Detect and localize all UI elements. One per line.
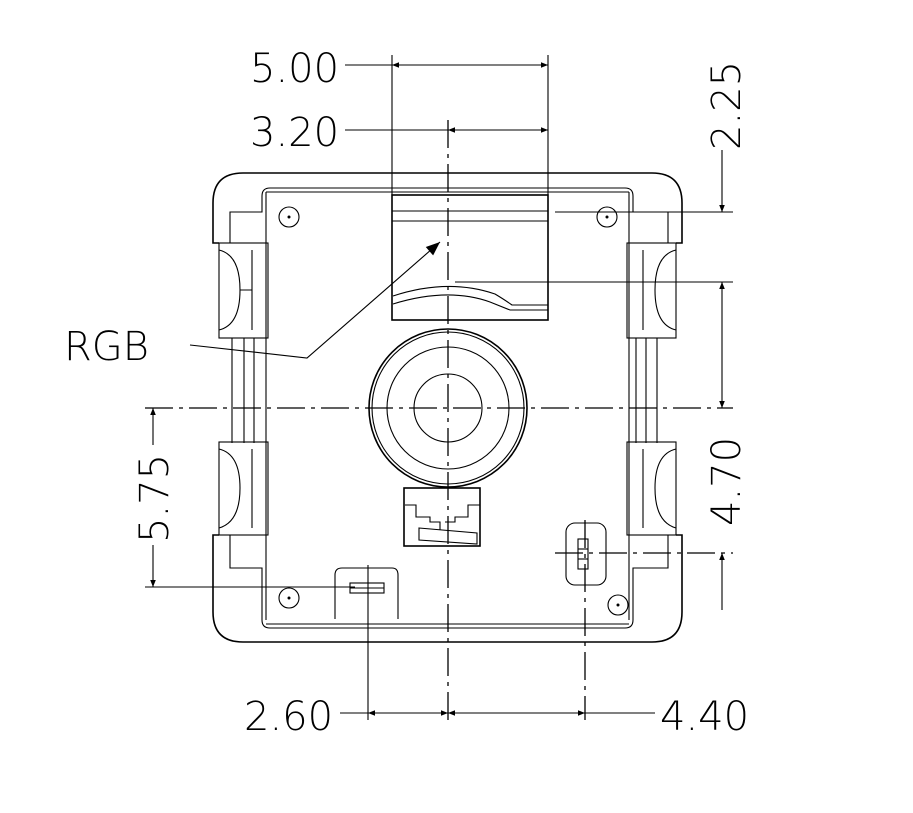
dim-4-40: 4.40 [660,694,749,740]
dim-3-20: 3.20 [250,110,339,156]
connector [403,487,481,547]
dim-2-25: 2.25 [704,61,750,150]
clip-right-bottom [626,441,677,536]
module-body [212,172,683,643]
rgb-label: RGB [64,324,149,370]
rgb-led [391,194,549,321]
clip-right-top [626,242,677,339]
pad-right [565,522,607,586]
dim-5-00: 5.00 [250,46,339,92]
clip-left-top [218,242,269,339]
clip-left-bottom [218,441,269,536]
dimension-lines [145,55,733,720]
screw-holes [278,206,629,616]
dim-5-75: 5.75 [132,454,178,543]
dim-2-60: 2.60 [244,694,333,740]
pad-left [334,567,399,619]
dim-4-70: 4.70 [704,437,750,526]
